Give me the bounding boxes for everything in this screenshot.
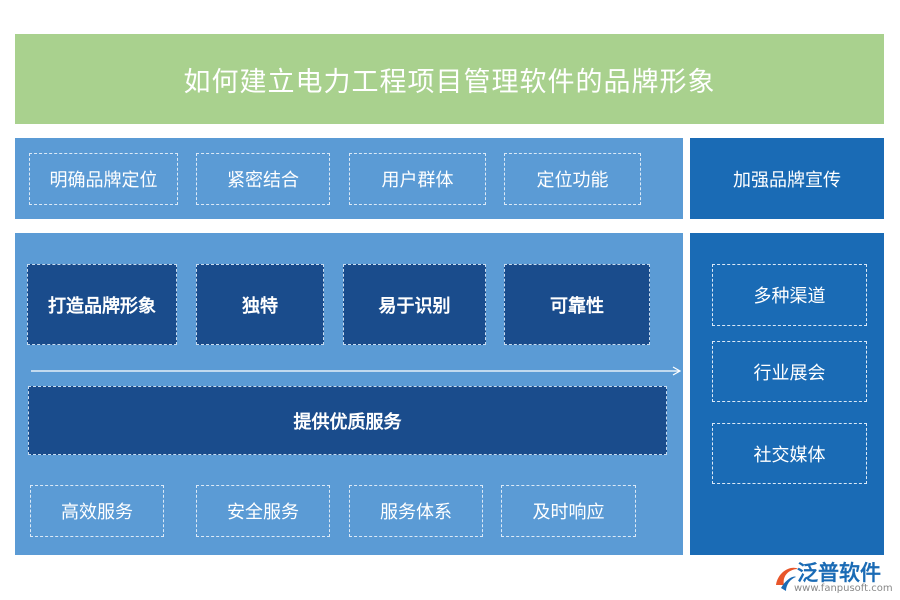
- promo-item-3: 社交媒体: [712, 423, 867, 484]
- service-bar: 提供优质服务: [28, 386, 667, 455]
- flow-arrow: [31, 366, 682, 376]
- positioning-item-3: 用户群体: [349, 153, 486, 205]
- service-item-1: 高效服务: [30, 485, 164, 537]
- page-title: 如何建立电力工程项目管理软件的品牌形象: [15, 34, 884, 124]
- brand-item-3: 易于识别: [343, 264, 486, 345]
- side-panel: [690, 233, 884, 555]
- brand-item-2: 独特: [196, 264, 324, 345]
- promo-item-2: 行业展会: [712, 341, 867, 402]
- service-item-4: 及时响应: [501, 485, 636, 537]
- brand-logo-url: www.fanpusoft.com: [794, 583, 893, 594]
- positioning-item-2: 紧密结合: [196, 153, 330, 205]
- service-item-3: 服务体系: [349, 485, 483, 537]
- brand-item-4: 可靠性: [504, 264, 650, 345]
- positioning-item-4: 定位功能: [504, 153, 641, 205]
- service-item-2: 安全服务: [196, 485, 330, 537]
- brand-item-1: 打造品牌形象: [27, 264, 177, 345]
- promo-item-1: 多种渠道: [712, 264, 867, 326]
- brand-logo-name: 泛普软件: [797, 561, 881, 585]
- brand-logo-icon: [776, 567, 798, 591]
- side-heading: 加强品牌宣传: [690, 138, 884, 219]
- positioning-item-1: 明确品牌定位: [29, 153, 178, 205]
